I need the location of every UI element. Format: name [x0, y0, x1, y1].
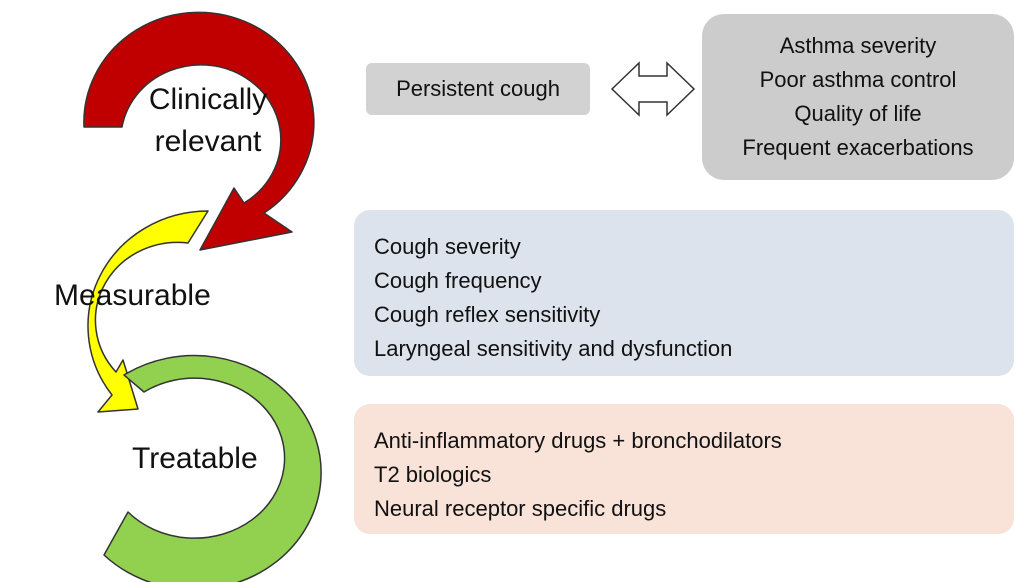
treatable-label: Treatable [132, 442, 258, 475]
measurement-item: Laryngeal sensitivity and dysfunction [374, 336, 733, 361]
persistent-cough-text: Persistent cough [396, 76, 560, 101]
measurement-item: Cough severity [374, 234, 521, 259]
clinically-relevant-arrow [83, 11, 315, 251]
asthma-outcome-item: Frequent exacerbations [742, 135, 974, 160]
asthma-outcome-item: Asthma severity [779, 33, 937, 58]
asthma-outcomes-box: Asthma severity Poor asthma control Qual… [702, 14, 1014, 180]
treatment-item: Neural receptor specific drugs [374, 496, 667, 521]
bidirectional-arrow-icon [610, 61, 696, 117]
treatment-item: T2 biologics [374, 462, 492, 487]
measurable-label: Measurable [54, 279, 211, 312]
persistent-cough-box: Persistent cough [366, 63, 590, 115]
asthma-outcome-item: Quality of life [794, 101, 922, 126]
asthma-outcome-item: Poor asthma control [759, 67, 957, 92]
treatable-arrow [103, 354, 322, 582]
treatment-item: Anti-inflammatory drugs + bronchodilator… [374, 428, 782, 453]
measurement-item: Cough frequency [374, 268, 542, 293]
measurement-item: Cough reflex sensitivity [374, 302, 601, 327]
clinically-relevant-label: Clinically relevant [148, 83, 268, 158]
treatments-box: Anti-inflammatory drugs + bronchodilator… [354, 404, 1014, 534]
measurements-box: Cough severity Cough frequency Cough ref… [354, 210, 1014, 376]
measurable-arrow [87, 210, 209, 413]
